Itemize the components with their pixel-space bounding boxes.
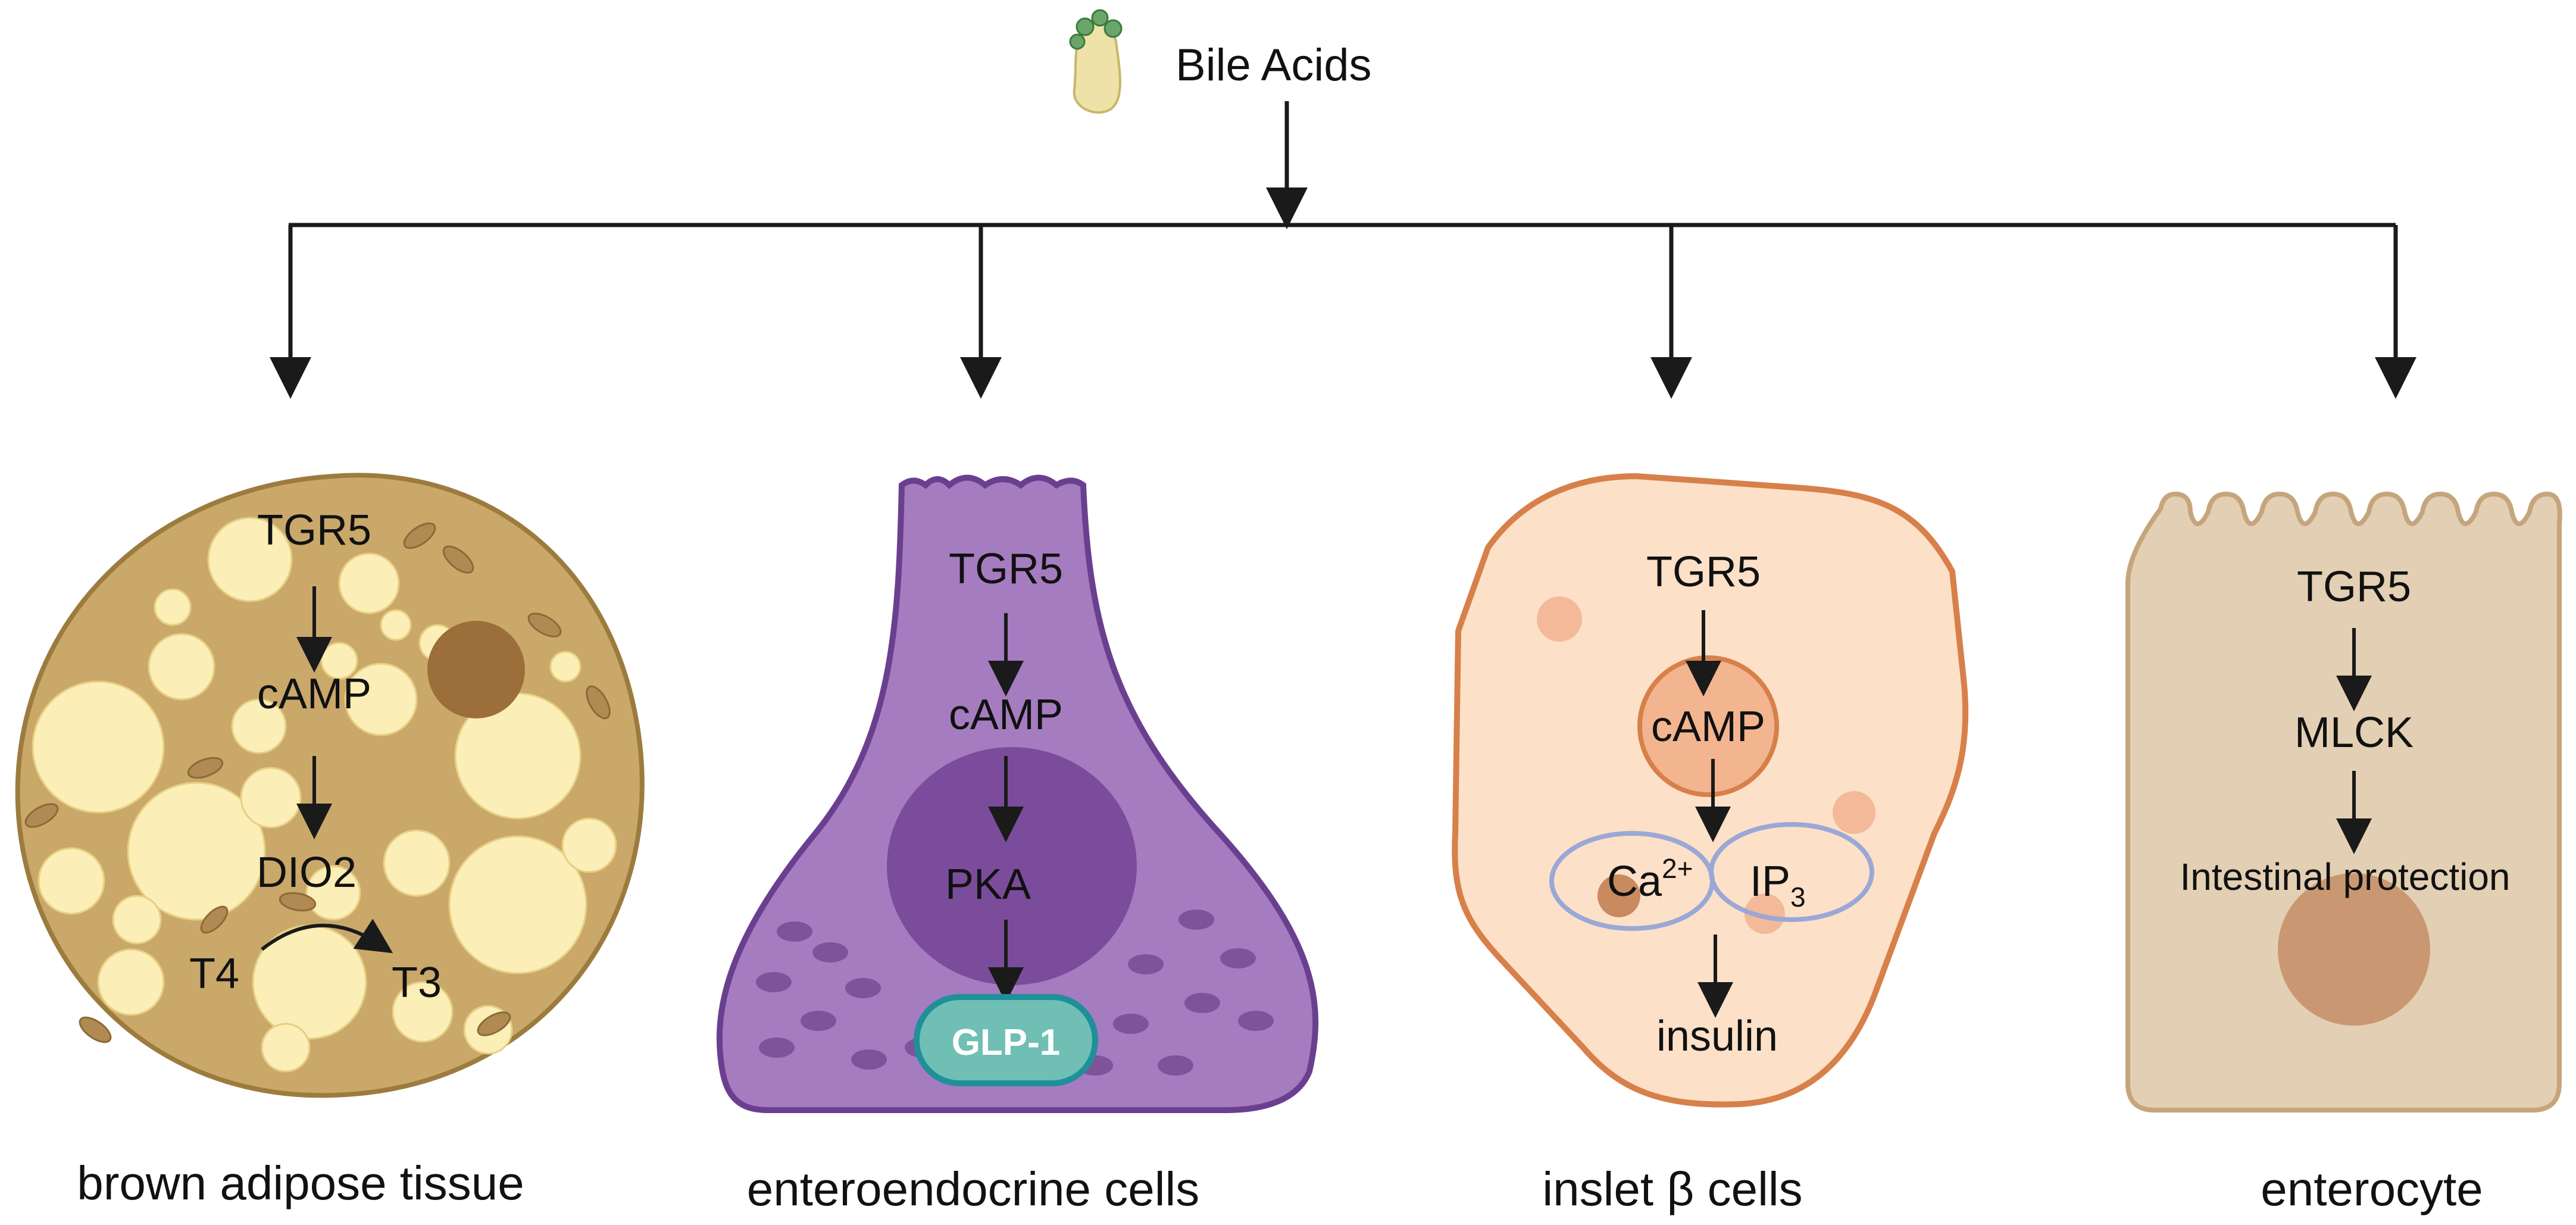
- eec-step-camp: cAMP: [949, 691, 1063, 739]
- enterocyte-step-mlck: MLCK: [2294, 709, 2414, 757]
- calcium-label: Ca2+: [1607, 853, 1693, 905]
- caption-enteroendocrine-cells: enteroendocrine cells: [747, 1162, 1199, 1215]
- ip3-label: IP3: [1750, 858, 1806, 912]
- bat-step-dio2: DIO2: [257, 849, 357, 896]
- caption-enterocyte: enterocyte: [2261, 1162, 2483, 1215]
- enterocyte-nucleus: [2278, 873, 2430, 1026]
- enterocyte-cell: TGR5 MLCK Intestinal protection: [2125, 491, 2562, 1112]
- eec-step-pka: PKA: [945, 861, 1031, 908]
- bat-step-camp: cAMP: [257, 670, 371, 718]
- lipid-droplets: [32, 517, 617, 1073]
- caption-brown-adipose-tissue: brown adipose tissue: [77, 1157, 524, 1210]
- enteroendocrine-nucleus: [887, 747, 1137, 985]
- bat-t3-label: T3: [392, 959, 442, 1007]
- beta-cell-nucleus: [1637, 655, 1779, 797]
- caption-islet-beta-cells: inslet β cells: [1542, 1162, 1802, 1215]
- mitochondria: [24, 522, 611, 1043]
- brown-adipose-cell: TGR5 cAMP DIO2 T4 T3: [15, 473, 645, 1098]
- bat-t4-label: T4: [189, 950, 239, 998]
- adipocyte-nucleus: [427, 621, 525, 718]
- beta-step-camp: cAMP: [1651, 703, 1765, 751]
- connector-tree: [270, 101, 2416, 399]
- glp1-label: GLP-1: [952, 1022, 1061, 1063]
- bile-acids-label: Bile Acids: [1176, 40, 1372, 90]
- bat-step-tgr5: TGR5: [257, 507, 371, 554]
- glp1-badge: [914, 994, 1098, 1086]
- beta-step-tgr5: TGR5: [1646, 548, 1761, 596]
- insulin-granules: [1537, 596, 1875, 934]
- beta-product-insulin: insulin: [1656, 1012, 1778, 1060]
- enterocyte-step-tgr5: TGR5: [2297, 563, 2411, 611]
- islet-beta-cell: TGR5 cAMP Ca2+ IP3 insulin: [1452, 473, 1969, 1108]
- secretory-granules: [756, 910, 1274, 1076]
- enteroendocrine-cell: TGR5 cAMP PKA GLP-1: [716, 474, 1319, 1113]
- ip3-ring: [1709, 822, 1874, 922]
- enterocyte-step-protection: Intestinal protection: [2180, 855, 2511, 898]
- eec-step-tgr5: TGR5: [949, 545, 1063, 593]
- bile-acid-icon: [1069, 9, 1123, 114]
